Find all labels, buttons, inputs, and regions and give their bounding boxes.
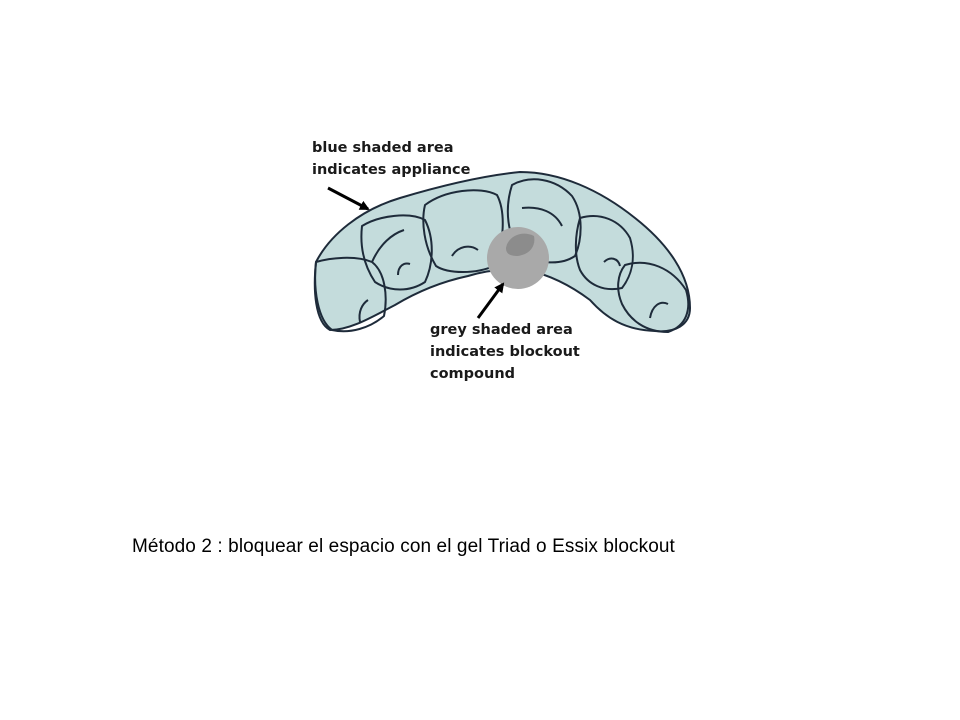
- label-appliance-line2: indicates appliance: [312, 162, 471, 178]
- arrow-appliance: [327, 186, 370, 211]
- blockout-compound: [487, 227, 549, 289]
- caption-text: Método 2 : bloquear el espacio con el ge…: [132, 536, 675, 557]
- label-blockout-line3: compound: [430, 366, 515, 382]
- label-appliance-line1: blue shaded area: [312, 140, 454, 156]
- tooth-left-molar: [314, 256, 387, 333]
- tooth-right-premolar: [574, 215, 634, 290]
- tooth-left-premolar: [360, 214, 433, 291]
- teeth-outlines: [314, 178, 690, 333]
- label-appliance: blue shaded area indicates appliance: [312, 140, 471, 178]
- arrow-blockout: [476, 282, 505, 319]
- label-blockout: grey shaded area indicates blockout comp…: [430, 322, 585, 382]
- label-blockout-line1: grey shaded area: [430, 322, 573, 338]
- label-blockout-line2: indicates blockout: [430, 344, 580, 360]
- tooth-right-molar: [617, 261, 690, 333]
